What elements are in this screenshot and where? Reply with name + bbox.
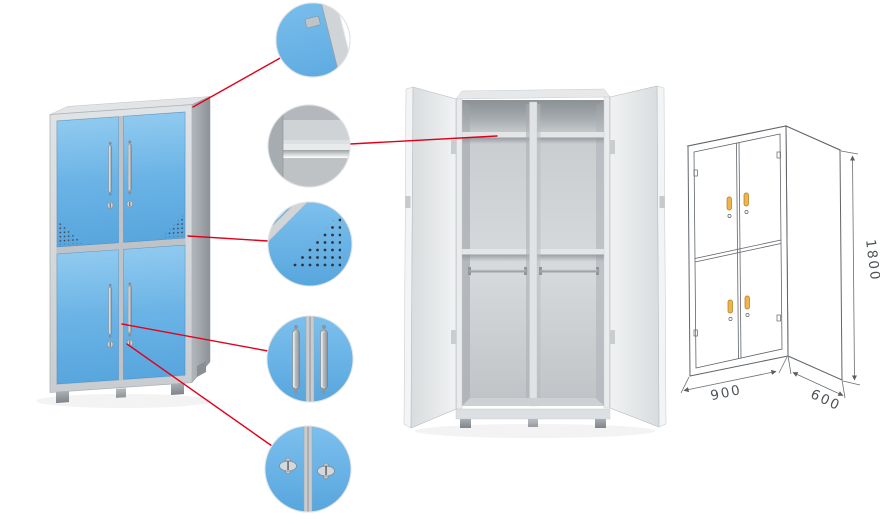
detail-door-panel xyxy=(276,3,348,77)
door-bottom-right-sheen xyxy=(123,245,185,380)
callout-line-handles xyxy=(121,323,269,352)
callout-line-locks xyxy=(126,343,273,447)
open-cabinet-top xyxy=(455,88,611,100)
sketch-handle-top-right xyxy=(743,192,749,207)
cabinet-back-foot xyxy=(197,361,206,377)
dimension-height-lines xyxy=(840,150,861,386)
cabinet-feet xyxy=(56,383,184,404)
open-door-left-hinge-top xyxy=(451,140,456,154)
detail-callout-vents xyxy=(267,201,353,287)
detail-handle-right xyxy=(320,325,328,394)
carcass-right-edge xyxy=(603,96,611,409)
sketch-locks xyxy=(727,210,750,321)
sketch-hinges xyxy=(693,151,781,337)
sketch-handle-top-left xyxy=(726,196,732,211)
open-door-left-latch xyxy=(405,196,411,208)
detail-callout-top-corner xyxy=(275,2,351,78)
cabinet-front xyxy=(49,104,193,404)
dimension-depth-lines xyxy=(787,355,846,399)
open-door-right-hinge-bottom xyxy=(610,330,615,344)
dimension-width-label: 900 xyxy=(709,382,743,404)
closed-cabinet-render xyxy=(49,96,211,404)
interior-floor xyxy=(462,398,604,406)
door-top-right-sheen xyxy=(123,112,185,243)
detail-side-wall xyxy=(268,105,283,187)
hinge-bracket xyxy=(304,16,321,29)
open-cabinet-render xyxy=(403,85,667,429)
open-door-left xyxy=(403,86,457,429)
shelf-top-surface xyxy=(268,140,350,144)
open-cabinet-interior xyxy=(462,100,604,407)
sketch-handles xyxy=(726,192,750,314)
callout-line-top-corner xyxy=(192,56,283,108)
dimension-sketch: 1800 900 600 xyxy=(680,125,880,414)
shadow-closed-cabinet xyxy=(36,394,212,408)
cabinet-doors xyxy=(56,111,186,385)
open-door-right xyxy=(609,85,667,428)
interior-center-partition xyxy=(526,101,541,407)
open-door-right-latch xyxy=(659,196,665,208)
dimension-height-label: 1800 xyxy=(862,239,880,283)
detail-lock-right xyxy=(317,462,335,480)
open-door-right-hinge-top xyxy=(610,140,615,154)
hanger-rod-left xyxy=(468,267,528,275)
sketch-side-face xyxy=(785,125,843,381)
handle-bottom-left xyxy=(108,287,112,335)
locks-bottom-doors xyxy=(107,339,133,348)
dimension-depth-label: 600 xyxy=(808,386,844,414)
detail-callout-locks xyxy=(264,425,352,513)
handles-bottom-doors xyxy=(108,282,132,338)
door-bottom-left-sheen xyxy=(57,249,119,385)
sketch-inner-frame xyxy=(693,133,783,369)
detail-callout-shelf xyxy=(267,104,351,188)
vent-holes-left xyxy=(59,221,82,245)
callout-line-shelf xyxy=(349,135,498,145)
vent-holes-detail xyxy=(285,213,341,270)
handle-top-right xyxy=(127,143,132,192)
open-cabinet-base xyxy=(455,408,611,420)
door-top-left-sheen xyxy=(57,116,119,248)
detail-callout-handles xyxy=(266,315,354,403)
shelf-front-edge xyxy=(268,144,350,150)
dimension-width-lines xyxy=(680,356,788,394)
open-door-left-hinge-bottom xyxy=(451,330,456,344)
vent-holes-right xyxy=(162,213,185,238)
detail-lock-left xyxy=(279,457,297,475)
handle-bottom-right xyxy=(127,285,132,334)
callout-lines xyxy=(121,56,498,447)
locks-top-doors xyxy=(107,200,133,209)
open-cabinet-feet xyxy=(460,419,606,428)
carcass-left-edge xyxy=(455,98,463,410)
detail-handle-left xyxy=(292,325,300,394)
sketch-handle-bottom-right xyxy=(744,295,750,310)
hanger-rod-right xyxy=(539,267,600,275)
handle-top-left xyxy=(108,145,112,193)
handles-top-doors xyxy=(108,140,132,196)
callout-line-vents xyxy=(187,235,269,242)
sketch-handle-bottom-left xyxy=(727,299,733,314)
